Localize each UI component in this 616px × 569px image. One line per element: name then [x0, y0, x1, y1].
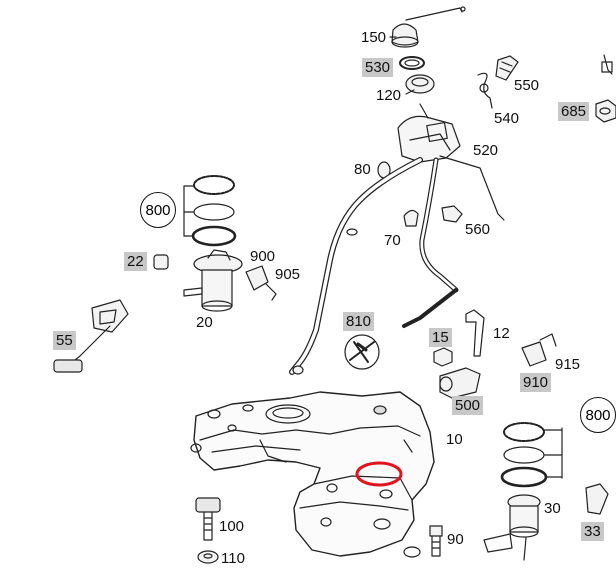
label-80: 80 [354, 161, 371, 178]
label-22: 22 [124, 252, 147, 271]
label-120: 120 [376, 87, 402, 104]
label-500: 500 [452, 396, 484, 415]
label-110: 110 [221, 550, 245, 567]
washer-110 [197, 550, 219, 564]
part-33 [585, 483, 609, 515]
filler-neck-ring [405, 74, 435, 95]
label-520: 520 [473, 142, 499, 159]
highlight-ring [355, 461, 403, 487]
label-900: 900 [250, 248, 276, 265]
label-685: 685 [558, 102, 590, 121]
pump-ring-set-left [183, 175, 237, 247]
label-915: 915 [555, 356, 581, 373]
label-90: 90 [447, 531, 464, 548]
label-150: 150 [361, 29, 387, 46]
label-100: 100 [219, 518, 245, 535]
pump-ring-set-right [500, 422, 563, 488]
label-20: 20 [196, 314, 213, 331]
label-10: 10 [446, 431, 463, 448]
nut-15 [433, 347, 453, 367]
fuel-tank-10 [190, 391, 435, 557]
label-15: 15 [429, 328, 452, 347]
nut-685 [595, 54, 616, 123]
connector-910-915 [521, 333, 557, 367]
level-sensor-55 [53, 299, 129, 373]
label-70: 70 [384, 232, 401, 249]
fuel-module-30 [483, 494, 541, 561]
label-33: 33 [581, 522, 604, 541]
fuel-cap-part [389, 6, 466, 48]
seal-ring-530 [399, 56, 425, 70]
part-900-905 [245, 265, 277, 301]
wire-540 [477, 72, 493, 109]
bolt-100 [195, 497, 221, 541]
clip-22 [153, 254, 169, 270]
clip-70 [403, 209, 419, 227]
valve-500 [439, 367, 481, 399]
label-905: 905 [275, 266, 301, 283]
clamp-560 [441, 205, 463, 223]
label-550: 550 [514, 77, 540, 94]
label-12: 12 [493, 325, 510, 342]
label-810: 810 [343, 312, 375, 331]
bracket-12 [465, 309, 485, 357]
label-560: 560 [465, 221, 491, 238]
label-910: 910 [520, 373, 552, 392]
label-30: 30 [544, 500, 561, 517]
filler-pipe [289, 157, 459, 375]
bolt-90 [403, 525, 443, 558]
fuel-pump-module-20 [183, 249, 243, 312]
connector-550 [495, 55, 519, 81]
label-800-right: 800 [580, 397, 616, 433]
wrench-810 [344, 334, 380, 370]
label-530: 530 [362, 58, 394, 77]
label-540: 540 [494, 110, 520, 127]
label-800-left: 800 [140, 192, 176, 228]
label-55: 55 [53, 331, 76, 350]
